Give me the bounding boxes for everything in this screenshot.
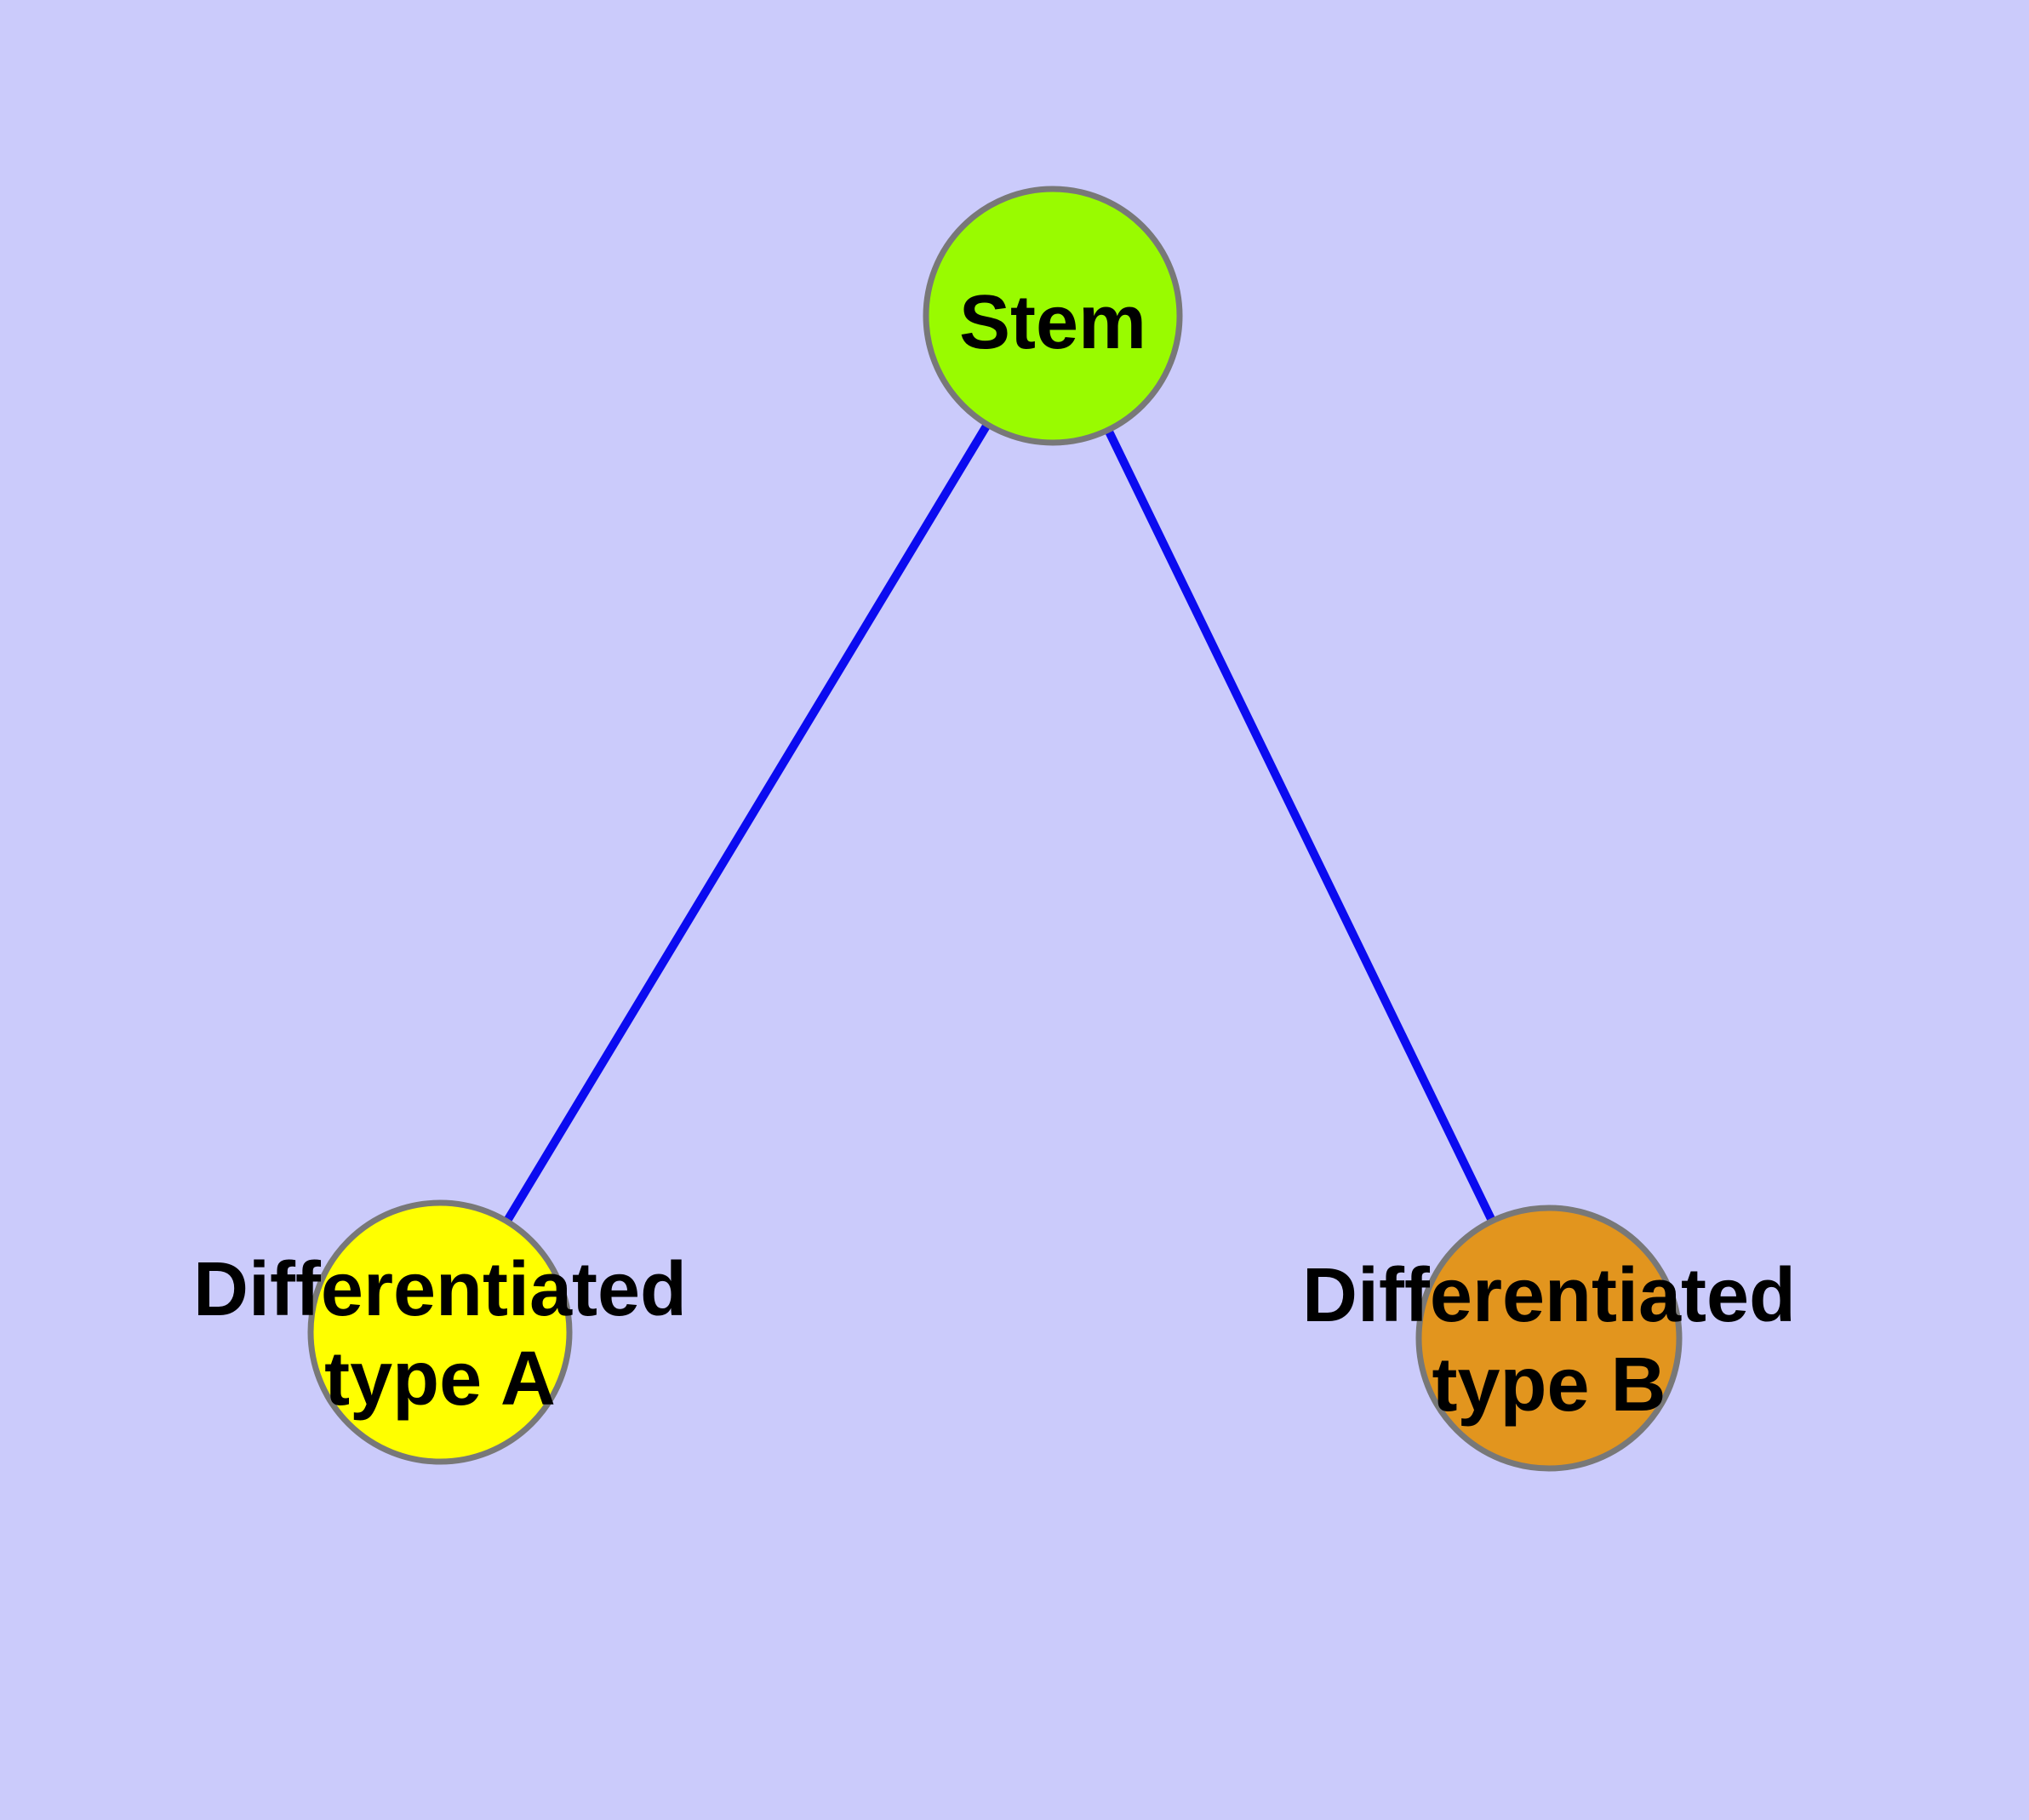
type-b-node — [1415, 1205, 1683, 1472]
stem-node-label: Stem — [959, 280, 1146, 365]
type-a-node — [307, 1199, 573, 1465]
type-b-node-label-line1: Differentiated — [1302, 1253, 1796, 1338]
edge-stem-to-type-b — [1049, 312, 1553, 1342]
stem-node — [923, 186, 1183, 446]
edge-stem-to-type-a — [436, 312, 1057, 1336]
type-a-node-label-line2: type A — [324, 1336, 556, 1422]
type-a-node-label-line1: Differentiated — [193, 1247, 687, 1332]
type-b-node-label-line2: type B — [1432, 1342, 1666, 1428]
